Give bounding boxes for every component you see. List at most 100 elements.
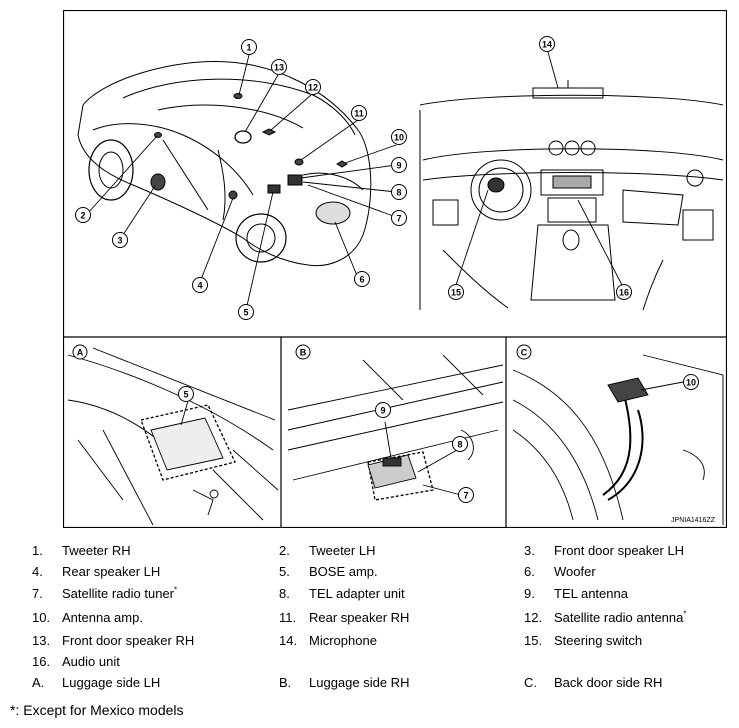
panel-b-illustration	[287, 354, 504, 501]
callout-11: 11	[351, 105, 367, 121]
legend-text: TEL adapter unit	[309, 586, 405, 601]
legend-text: Antenna amp.	[62, 610, 143, 625]
panel-c-illustration	[512, 354, 724, 525]
callout-1: 1	[241, 39, 257, 55]
callout-leaders-exterior	[87, 54, 397, 311]
legend-row: 10. Antenna amp. 11. Rear speaker RH 12. Sa…	[0, 608, 739, 628]
legend-number: 1.	[32, 543, 43, 558]
component-location-diagram: 1 13 12 11 10 9 8 7 6 2 3 4 5 14 15 16 5…	[63, 10, 727, 528]
callout-b-7: 7	[458, 487, 474, 503]
panel-b-tag: B	[295, 344, 311, 360]
panel-a-tag: A	[72, 344, 88, 360]
callout-8: 8	[391, 184, 407, 200]
panel-b-label: B	[300, 348, 307, 358]
legend-number: 7.	[32, 586, 43, 601]
legend-row: 13. Front door speaker RH 14. Microphone 1…	[0, 631, 739, 651]
legend-number: 13.	[32, 633, 51, 648]
callout-3: 3	[112, 232, 128, 248]
legend-text: Satellite radio antenna*	[554, 609, 687, 625]
legend-row: A. Luggage side LH B. Luggage side RH C. Ba…	[0, 673, 739, 693]
callout-label: 5	[243, 308, 248, 318]
legend-number: 9.	[524, 586, 535, 601]
callout-label: 5	[183, 390, 188, 400]
legend-number: 5.	[279, 564, 290, 579]
callout-label: 7	[463, 491, 468, 501]
legend-text: Steering switch	[554, 633, 643, 648]
callout-4: 4	[192, 277, 208, 293]
callout-label: 10	[394, 133, 404, 143]
legend-text: Front door speaker RH	[62, 633, 195, 648]
callout-a-5: 5	[178, 386, 194, 402]
legend-text: Tweeter RH	[62, 543, 131, 558]
callout-5: 5	[238, 304, 254, 320]
panel-c-tag: C	[516, 344, 532, 360]
callout-label: 16	[619, 288, 629, 298]
legend-text: BOSE amp.	[309, 564, 378, 579]
callout-b-8: 8	[452, 436, 468, 452]
legend-number: 14.	[279, 633, 298, 648]
callout-label: 13	[274, 63, 284, 73]
footnote: *: Except for Mexico models	[10, 702, 184, 718]
callout-b-9: 9	[375, 402, 391, 418]
callout-label: 8	[457, 440, 462, 450]
callout-label: 9	[396, 161, 401, 171]
legend-number: C.	[524, 675, 537, 690]
callout-label: 6	[359, 275, 364, 285]
callout-16: 16	[616, 284, 632, 300]
callout-label: 10	[686, 378, 696, 388]
callout-label: 12	[308, 83, 318, 93]
legend-number: 8.	[279, 586, 290, 601]
callout-c-10: 10	[683, 374, 699, 390]
callout-10: 10	[391, 129, 407, 145]
legend-text: Woofer	[554, 564, 596, 579]
legend-text: Back door side RH	[554, 675, 663, 690]
callout-14: 14	[539, 36, 555, 52]
legend-row: 7. Satellite radio tuner* 8. TEL adapter u…	[0, 584, 739, 604]
legend-number: 12.	[524, 610, 543, 625]
callout-label: 15	[451, 288, 461, 298]
figure-code: JPNIA1416ZZ	[671, 517, 716, 524]
legend-text: Audio unit	[62, 654, 120, 669]
callout-label: 11	[354, 109, 364, 119]
callout-label: 1	[246, 43, 251, 53]
panel-c-label: C	[521, 348, 528, 358]
legend-asterisk: *	[174, 585, 178, 595]
callout-label: 9	[380, 406, 385, 416]
legend-number: 3.	[524, 543, 535, 558]
legend-number: A.	[32, 675, 45, 690]
callout-label: 14	[542, 40, 552, 50]
callout-7: 7	[391, 210, 407, 226]
legend-number: 10.	[32, 610, 51, 625]
legend-text: Satellite radio tuner*	[62, 585, 178, 601]
legend-text: Rear speaker RH	[309, 610, 410, 625]
callout-label: 8	[396, 188, 401, 198]
legend-text: Microphone	[309, 633, 377, 648]
callout-2: 2	[75, 207, 91, 223]
callout-6: 6	[354, 271, 370, 287]
interior-illustration	[419, 80, 724, 311]
legend-text: Luggage side LH	[62, 675, 161, 690]
legend-text: Rear speaker LH	[62, 564, 161, 579]
legend-text: TEL antenna	[554, 586, 628, 601]
callout-label: 2	[80, 211, 85, 221]
legend-number: 15.	[524, 633, 543, 648]
callout-label: 7	[396, 214, 401, 224]
callout-15: 15	[448, 284, 464, 300]
legend-number: 4.	[32, 564, 43, 579]
legend-text: Tweeter LH	[309, 543, 376, 558]
panel-a-label: A	[77, 348, 84, 358]
legend-number: B.	[279, 675, 292, 690]
callout-13: 13	[271, 59, 287, 75]
legend-number: 16.	[32, 654, 51, 669]
legend-number: 6.	[524, 564, 535, 579]
panel-a-illustration	[67, 347, 279, 526]
legend-text: Luggage side RH	[309, 675, 410, 690]
legend-number: 11.	[279, 610, 297, 625]
legend-asterisk: *	[683, 609, 687, 619]
legend-row: 1.Tweeter RH 2.Tweeter LH 3.Front door s…	[0, 541, 739, 561]
legend-row: 4. Rear speaker LH 5. BOSE amp. 6. Woofer	[0, 562, 739, 582]
callout-label: 3	[117, 236, 122, 246]
callout-12: 12	[305, 79, 321, 95]
callout-leaders-interior	[455, 51, 624, 288]
legend-number: 2.	[279, 543, 290, 558]
